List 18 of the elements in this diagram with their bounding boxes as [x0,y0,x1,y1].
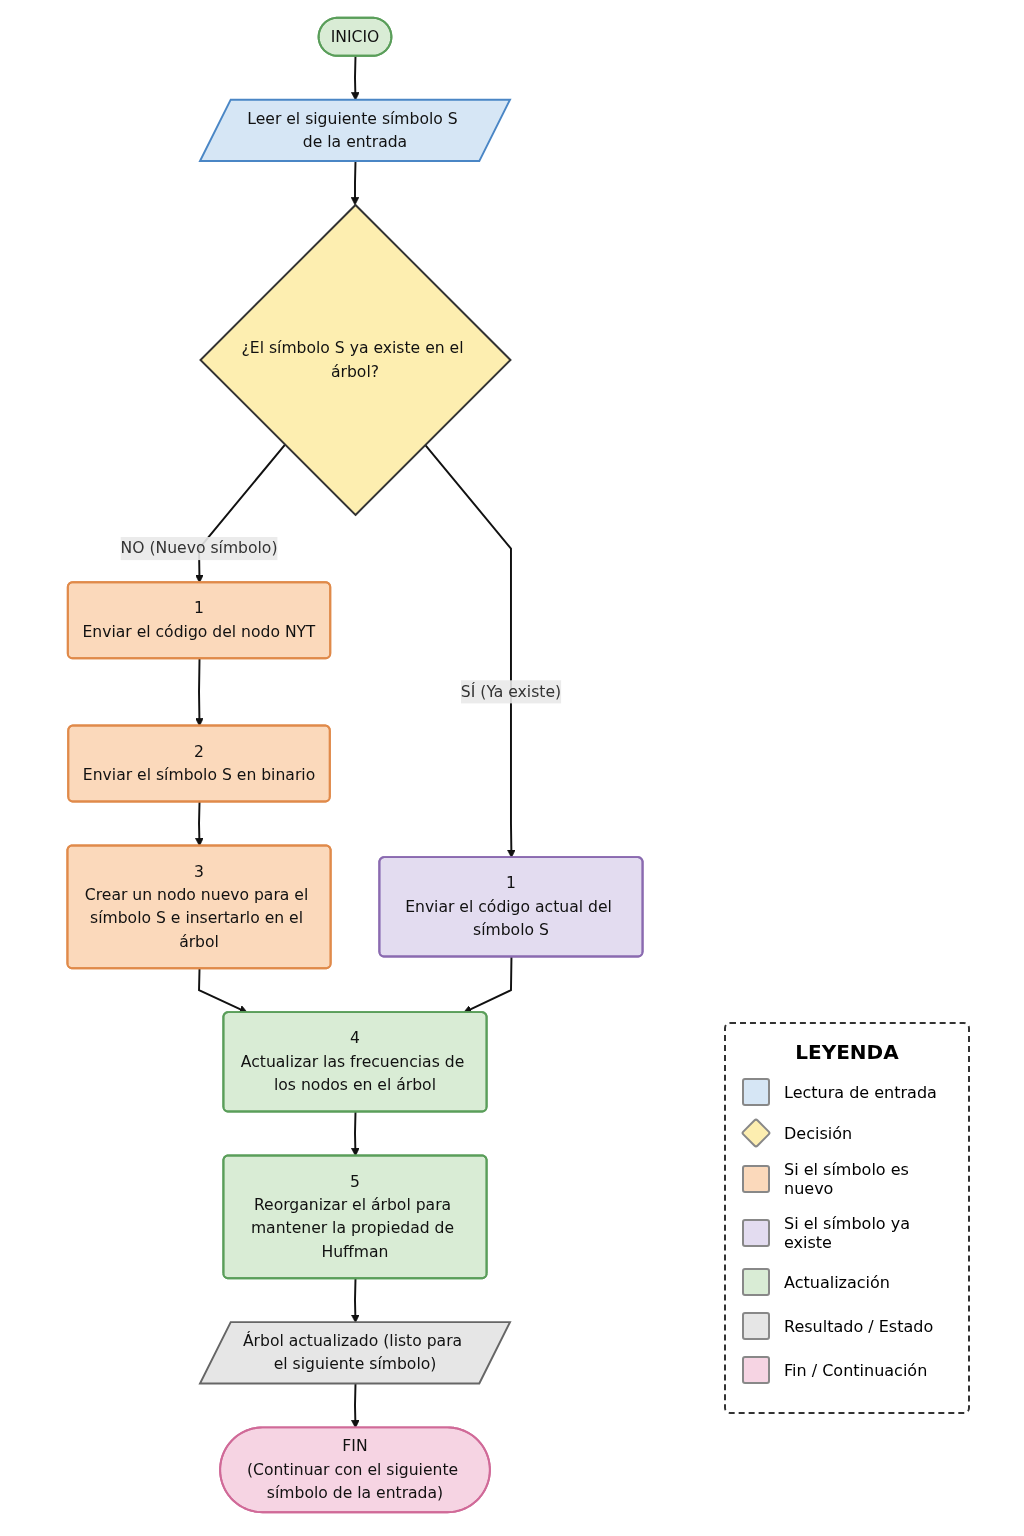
arrow [463,956,513,1014]
arrow [195,801,204,847]
legend-text: Si el símbolo es nuevo [784,1160,910,1198]
legend-text: Resultado / Estado [784,1316,934,1336]
edge-label: SÍ (Ya existe) [460,682,562,701]
arrow [195,657,204,727]
legend-text: Actualización [784,1272,890,1292]
edge-label: NO (Nuevo símbolo) [120,538,278,558]
legend-text: Si el símbolo ya existe [784,1214,911,1252]
node-diamond: ¿El símbolo S ya existe en el árbol? [199,203,512,517]
arrow [198,967,248,1014]
arrow [351,1277,360,1323]
legend-title: LEYENDA [794,1040,900,1064]
arrow [351,1111,360,1157]
legend-text: Lectura de entrada [784,1082,937,1102]
legend-text: Decisión [784,1123,853,1143]
legend-text: Fin / Continuación [784,1360,928,1380]
arrow [351,1383,360,1429]
